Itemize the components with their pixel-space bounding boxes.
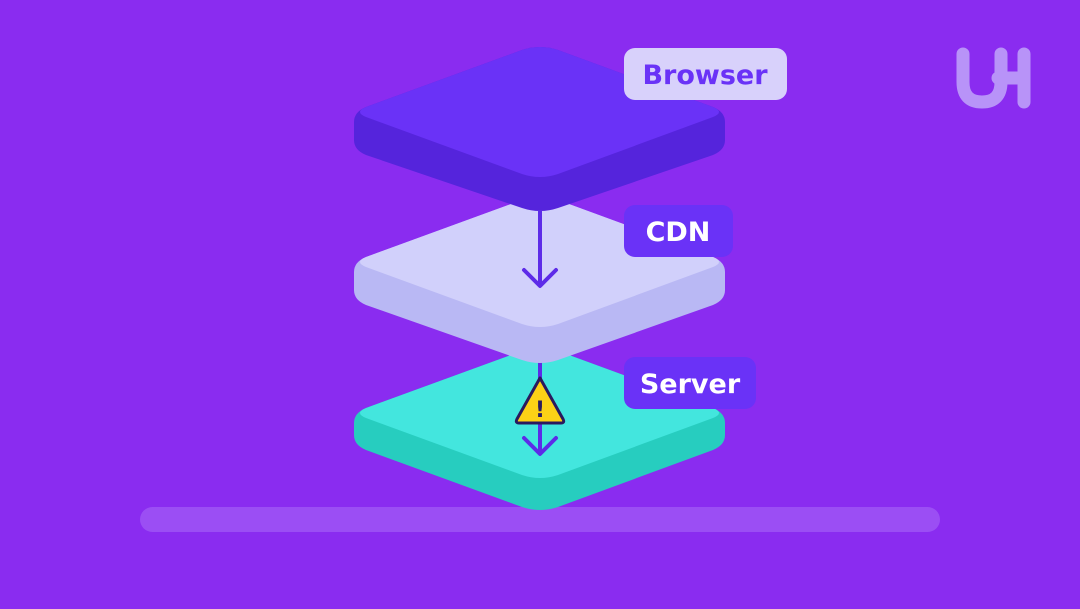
uh-logo-icon — [956, 47, 1031, 109]
warning-triangle-icon: ! — [514, 376, 566, 425]
label-browser: Browser — [624, 48, 787, 100]
label-browser-text: Browser — [642, 60, 768, 91]
label-server: Server — [624, 357, 756, 409]
label-server-text: Server — [640, 369, 741, 400]
arrow-browser-to-cdn — [522, 210, 558, 288]
label-cdn: CDN — [624, 205, 733, 257]
floor-bar — [140, 507, 940, 532]
label-cdn-text: CDN — [646, 217, 711, 248]
svg-text:!: ! — [535, 398, 545, 423]
